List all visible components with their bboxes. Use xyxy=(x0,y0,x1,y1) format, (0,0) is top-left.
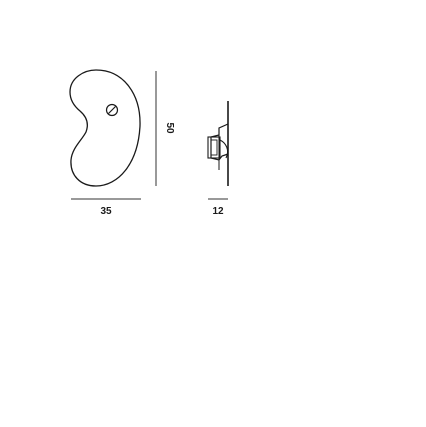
mounting-screw-icon xyxy=(105,103,119,117)
reflector-curve xyxy=(219,139,229,159)
mounting-bracket xyxy=(207,136,221,159)
side-view xyxy=(207,101,229,186)
height-dimension-label: 50 xyxy=(164,122,175,134)
front-view xyxy=(69,69,141,187)
width-dimension: 35 xyxy=(71,198,141,217)
depth-dimension-label: 12 xyxy=(212,206,224,217)
lamp-body-outline xyxy=(69,69,141,187)
width-dimension-label: 35 xyxy=(100,206,112,217)
height-dimension: 50 xyxy=(155,71,175,186)
depth-dimension: 12 xyxy=(208,198,228,217)
mounting-bracket-inner xyxy=(210,139,218,156)
